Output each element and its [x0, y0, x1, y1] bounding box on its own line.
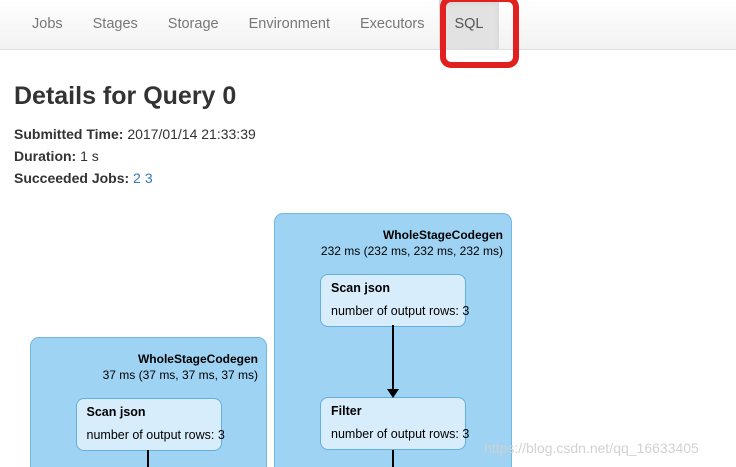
wholestagecodegen-cluster-left: WholeStageCodegen 37 ms (37 ms, 37 ms, 3… [30, 337, 267, 467]
job-link-2[interactable]: 2 [133, 170, 141, 186]
node-title: Scan json [86, 405, 146, 419]
node-title: Filter [331, 404, 362, 418]
cluster-timing: 232 ms (232 ms, 232 ms, 232 ms) [320, 244, 503, 258]
tab-jobs[interactable]: Jobs [32, 16, 63, 32]
cluster-timing: 37 ms (37 ms, 37 ms, 37 ms) [102, 368, 258, 382]
duration-label: Duration: [14, 148, 77, 164]
submitted-time-label: Submitted Time: [14, 126, 124, 142]
job-link-3[interactable]: 3 [144, 170, 153, 186]
tab-executors[interactable]: Executors [360, 16, 425, 32]
submitted-time-row: Submitted Time: 2017/01/14 21:33:39 [14, 123, 256, 145]
edge-left-scan-down [147, 450, 149, 467]
duration-value: 1 s [80, 148, 99, 164]
succeeded-jobs-label: Succeeded Jobs: [14, 170, 130, 186]
page-title: Details for Query 0 [14, 82, 237, 110]
tab-storage[interactable]: Storage [167, 16, 219, 32]
query-summary: Submitted Time: 2017/01/14 21:33:39 Dura… [14, 123, 256, 189]
node-filter: Filter number of output rows: 3 [320, 397, 470, 450]
node-metric: number of output rows: 3 [331, 427, 470, 441]
tab-stages[interactable]: Stages [92, 16, 138, 32]
submitted-time-value: 2017/01/14 21:33:39 [127, 126, 256, 142]
duration-row: Duration: 1 s [14, 145, 256, 167]
edge-filter-down [392, 450, 394, 467]
tab-sql[interactable]: SQL [439, 0, 499, 49]
csdn-watermark: https://blog.csdn.net/qq_16633405 [484, 440, 699, 456]
tab-environment[interactable]: Environment [248, 16, 330, 32]
cluster-title: WholeStageCodegen 232 ms (232 ms, 232 ms… [275, 214, 511, 259]
node-metric: number of output rows: 3 [86, 428, 225, 442]
node-metric: number of output rows: 3 [331, 304, 470, 318]
node-scan-json-left: Scan json number of output rows: 3 [75, 398, 225, 451]
edge-scan-to-filter [392, 325, 394, 389]
cluster-title: WholeStageCodegen 37 ms (37 ms, 37 ms, 3… [31, 338, 266, 383]
cluster-name: WholeStageCodegen [137, 352, 258, 366]
cluster-name: WholeStageCodegen [382, 228, 503, 242]
node-scan-json-right: Scan json number of output rows: 3 [320, 274, 470, 327]
nav-tab-list: Jobs Stages Storage Environment Executor… [0, 0, 736, 50]
node-title: Scan json [331, 281, 391, 295]
top-navbar: Jobs Stages Storage Environment Executor… [0, 0, 736, 50]
arrowhead-icon [387, 389, 399, 398]
